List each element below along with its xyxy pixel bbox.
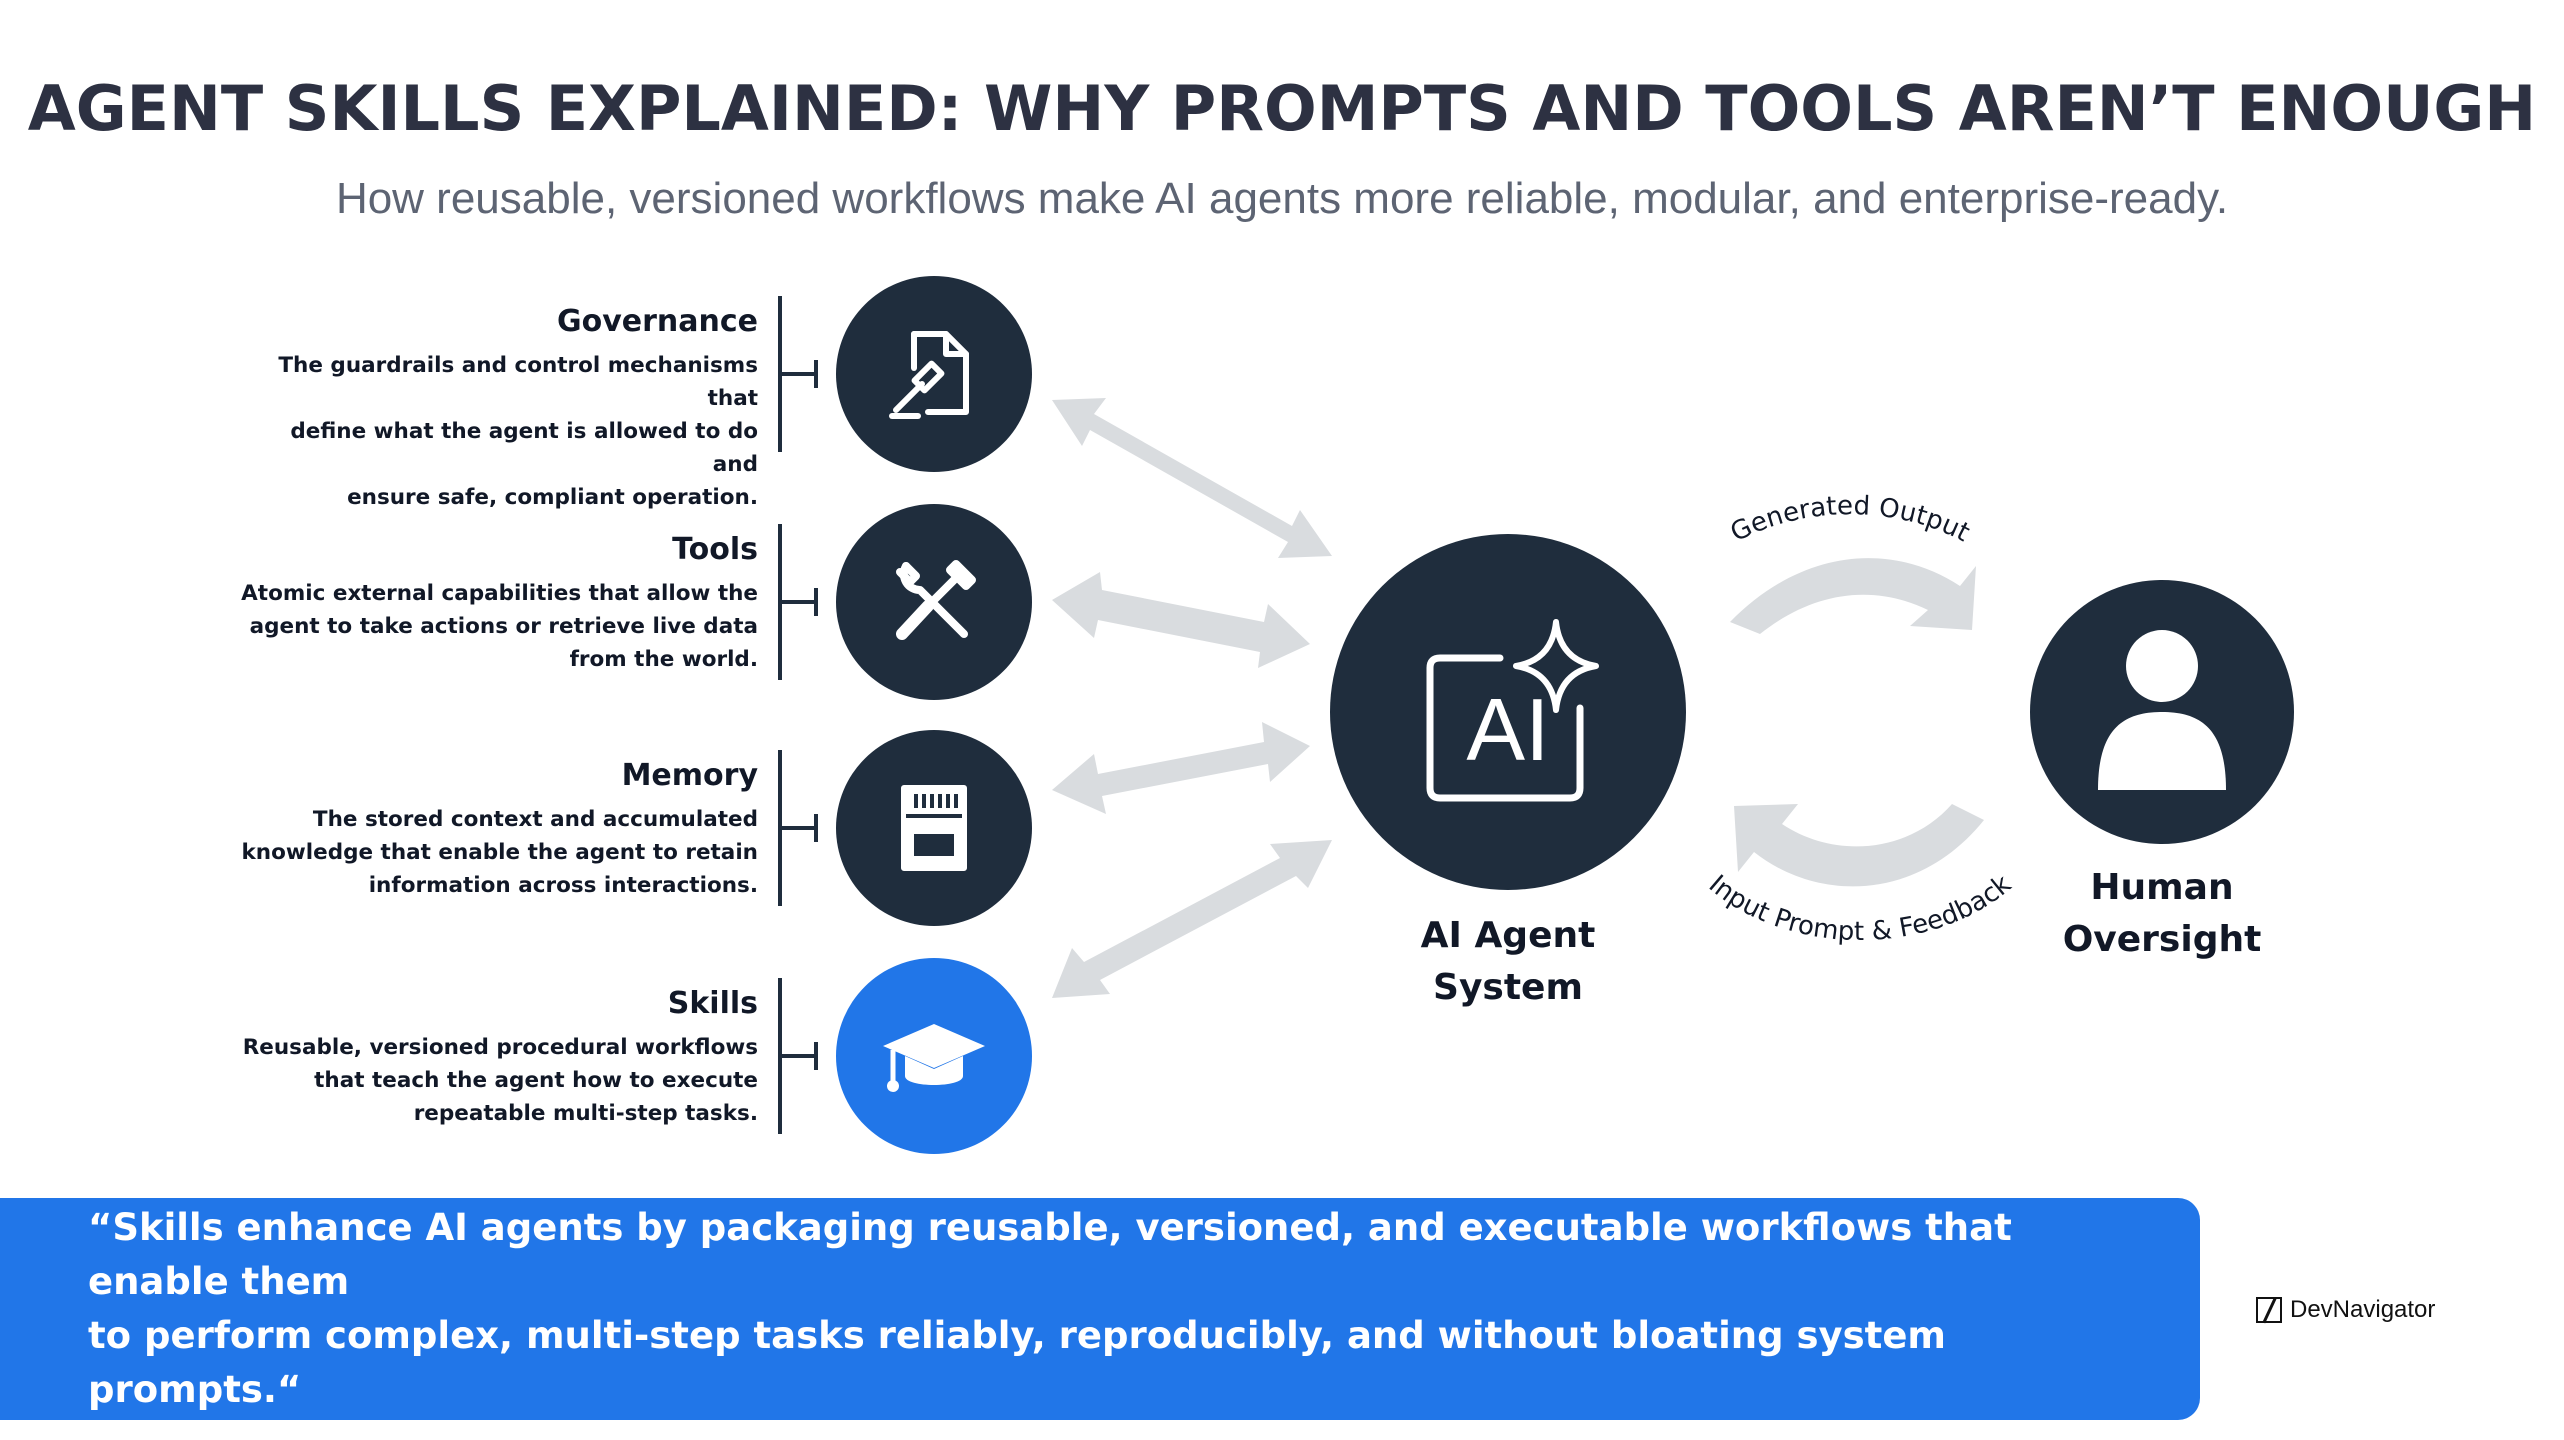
bracket-connector [778,750,818,906]
description-line: agent to take actions or retrieve live d… [249,614,758,639]
description-line: ensure safe, compliant operation. [347,485,758,510]
brand: DevNavigator [2256,1290,2435,1330]
description-line: that teach the agent how to execute [314,1068,758,1093]
ai-icon-text: AI [1466,680,1549,779]
double-arrow-skills [1052,840,1332,998]
description-line: Atomic external capabilities that allow … [241,581,758,606]
description-line: information across interactions. [368,873,758,898]
double-arrow-memory [1052,722,1310,814]
arrow-shape [1052,722,1310,814]
input-feedback-arrow [1734,804,1984,887]
memory-card-icon [901,785,967,871]
page-title: AGENT SKILLS EXPLAINED: WHY PROMPTS AND … [27,72,2537,145]
generated-output-arrow [1730,558,1976,634]
governance-circle [836,276,1032,472]
description-line: repeatable multi-step tasks. [413,1101,758,1126]
quote-banner: “Skills enhance AI agents by packaging r… [0,1198,2200,1420]
component-skills: Skills Reusable, versioned procedural wo… [238,986,758,1130]
component-title: Tools [672,532,758,567]
human-oversight-label: Human Oversight [2012,862,2312,966]
skills-circle [836,958,1032,1154]
component-title: Skills [667,986,758,1021]
description-line: knowledge that enable the agent to retai… [241,840,759,865]
quote-line: to perform complex, multi-step tasks rel… [88,1314,1946,1411]
double-arrow-tools [1052,572,1310,668]
component-title: Memory [621,758,758,793]
component-description: Atomic external capabilities that allow … [238,577,758,676]
generated-output-label: Generated Output [1726,491,1975,548]
component-title: Governance [556,304,758,339]
arrow-shape [1052,840,1332,998]
quote-line: “Skills enhance AI agents by packaging r… [88,1206,2012,1303]
wrench-screwdriver-icon [896,560,976,640]
arrow-shape [1052,572,1310,668]
quote-text: “Skills enhance AI agents by packaging r… [0,1201,2200,1417]
component-tools: Tools Atomic external capabilities that … [238,532,758,676]
page-subtitle: How reusable, versioned workflows make A… [335,174,2229,223]
label-line: Human [2090,867,2234,908]
brand-name: DevNavigator [2290,1296,2436,1323]
person-icon [2098,630,2226,790]
description-line: Reusable, versioned procedural workflows [242,1035,758,1060]
component-description: The stored context and accumulated knowl… [238,803,759,902]
description-line: The guardrails and control mechanisms th… [278,353,758,411]
label-line: AI Agent [1420,915,1596,956]
description-line: define what the agent is allowed to do a… [290,419,758,477]
bracket-connector [778,524,818,680]
component-description: Reusable, versioned procedural workflows… [238,1031,758,1130]
label-line: System [1433,967,1583,1008]
bracket-connector [778,296,818,452]
ai-sparkle-icon: AI [1426,619,1599,802]
brand-logo-icon [2256,1297,2282,1323]
description-line: from the world. [569,647,758,672]
component-memory: Memory The stored context and accumulate… [238,758,759,902]
memory-circle [836,730,1032,926]
arrow-shape [1052,398,1332,558]
gavel-document-icon [889,331,969,419]
graduation-cap-icon [883,1024,985,1092]
ai-agent-label: AI Agent System [1358,910,1658,1014]
label-line: Oversight [2062,919,2262,960]
description-line: The stored context and accumulated [312,807,758,832]
component-governance: Governance The guardrails and control me… [238,304,758,514]
tools-circle [836,504,1032,700]
bracket-connector [778,978,818,1134]
ai-agent-circle [1330,534,1686,890]
component-description: The guardrails and control mechanisms th… [238,349,758,514]
double-arrow-governance [1052,398,1332,558]
